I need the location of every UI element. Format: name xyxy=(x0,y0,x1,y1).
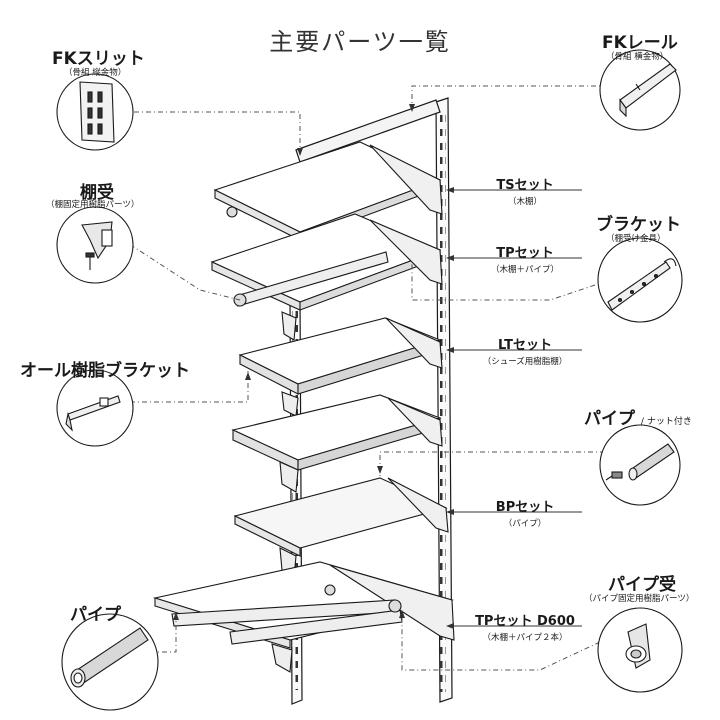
fk-rail-icon xyxy=(619,63,677,118)
part-name-bp: BPセット xyxy=(495,500,555,515)
shelf-tp-d600 xyxy=(152,561,455,673)
bracket-icon xyxy=(607,258,677,311)
pipe-uke-icon xyxy=(625,623,651,669)
part-sub-bp: （パイプ） xyxy=(503,519,547,529)
shelf-lt xyxy=(238,317,443,417)
fk-rail xyxy=(295,99,441,163)
label-pipe-nut-main: パイプ xyxy=(584,409,635,429)
label-tanauke: 棚受 xyxy=(80,183,114,203)
label-all-resin-bracket: オール樹脂ブラケット xyxy=(20,361,190,381)
part-sub-tp: （木棚＋パイプ） xyxy=(490,265,559,275)
part-pointers xyxy=(448,189,582,627)
tanauke-icon xyxy=(81,221,113,270)
fk-slit-upright-right xyxy=(435,97,453,703)
label-fk-slit: FKスリット xyxy=(52,49,145,69)
part-sub-lt: （シューズ用樹脂棚） xyxy=(482,357,568,367)
label-pipe-uke: パイプ受 xyxy=(608,575,676,595)
pointer-arrowheads xyxy=(173,104,454,629)
shelf-tp xyxy=(210,213,443,341)
leader-lines xyxy=(119,85,608,671)
label-pipe: パイプ xyxy=(70,605,121,625)
label-pipe-nut: パイプ / ナット付き xyxy=(584,404,692,429)
sub-fk-slit: （骨組 縦金物） xyxy=(64,68,127,78)
label-fk-rail: FKレール xyxy=(602,33,678,53)
pipe-icon xyxy=(70,627,149,688)
shelf-bp xyxy=(233,477,449,579)
sub-bracket: （棚受け金具） xyxy=(606,234,666,244)
all-resin-bracket-icon xyxy=(65,395,121,432)
label-pipe-nut-extra: / ナット付き xyxy=(640,417,692,427)
part-sub-tp-d600: （木棚＋パイプ２本） xyxy=(482,633,568,643)
part-name-tp-d600: TPセット D600 xyxy=(475,614,575,629)
sub-pipe-uke: （パイプ固定用樹脂パーツ） xyxy=(584,594,695,604)
part-name-ts: TSセット xyxy=(496,178,554,193)
page-title: 主要パーツ一覧 xyxy=(269,28,451,56)
part-name-lt: LTセット xyxy=(498,338,552,353)
part-sub-ts: （木棚） xyxy=(507,197,542,207)
shelf-lt-2 xyxy=(231,394,443,493)
shelf-ts xyxy=(213,141,443,241)
fk-slit-icon xyxy=(79,81,115,143)
sub-fk-rail: （骨組 横金物） xyxy=(606,52,669,62)
pipe-nut-icon xyxy=(605,443,675,481)
label-bracket: ブラケット xyxy=(596,215,681,235)
part-name-tp: TPセット xyxy=(496,246,554,261)
sub-tanauke: （棚固定用樹脂パーツ） xyxy=(46,200,140,210)
